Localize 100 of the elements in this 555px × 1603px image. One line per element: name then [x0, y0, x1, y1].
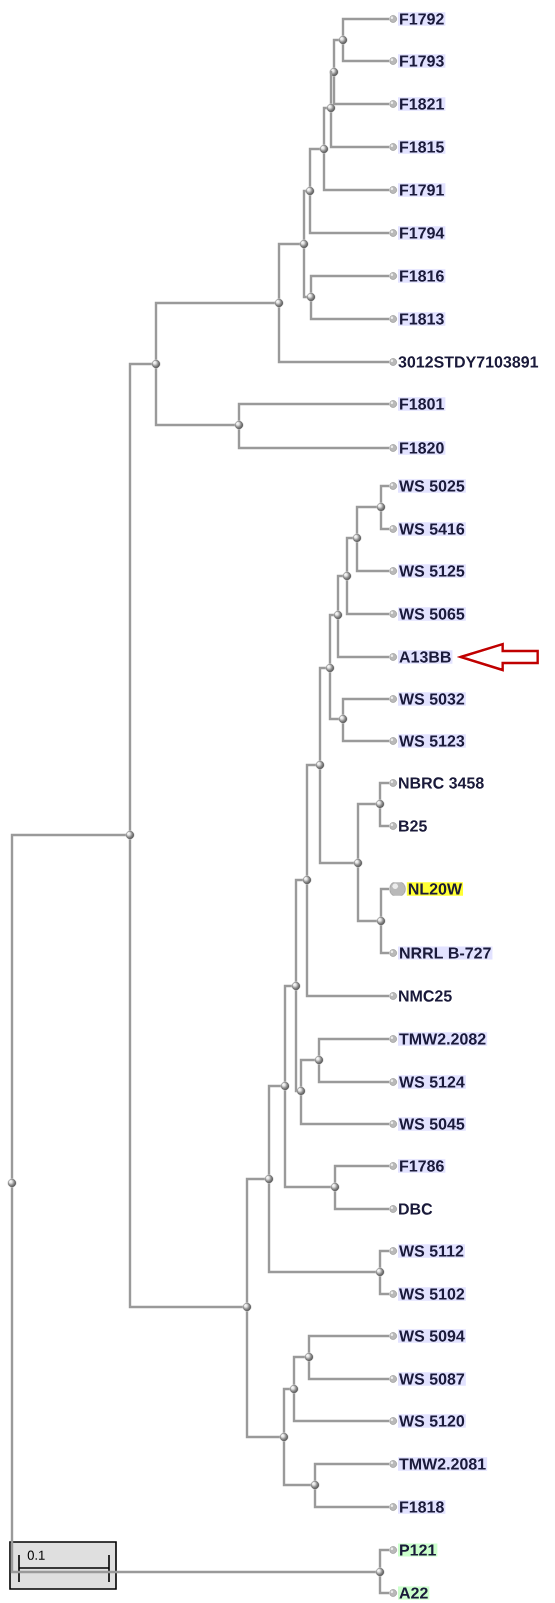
branch-node — [280, 1081, 290, 1091]
tree-branch — [10, 1187, 376, 1574]
tree-branch — [379, 511, 389, 531]
branch-node — [315, 760, 325, 770]
leaf-label: F1815 — [389, 140, 446, 154]
leaf-label: WS 5094 — [389, 1329, 466, 1343]
branch-node — [338, 35, 348, 45]
leaf-label: WS 5045 — [389, 1117, 466, 1131]
tree-branch — [292, 1393, 389, 1423]
tree-branch — [379, 887, 389, 917]
tree-branch — [277, 242, 300, 299]
leaf-label: WS 5123 — [389, 734, 466, 748]
tree-branch — [345, 580, 389, 616]
tree-branch — [292, 1355, 305, 1385]
branch-node — [151, 359, 161, 369]
leaf-label: WS 5112 — [389, 1244, 465, 1258]
leaf-label: F1820 — [389, 441, 446, 455]
tree-branch — [356, 867, 377, 923]
tree-branch — [328, 70, 333, 104]
tree-branch — [333, 1191, 389, 1211]
tree-branch — [307, 1334, 389, 1353]
branch-node — [325, 663, 335, 673]
leaf-label: NL20W — [389, 882, 464, 896]
tree-branch — [294, 878, 303, 982]
tree-branch — [332, 38, 339, 68]
tree-branch — [294, 990, 298, 1093]
leaf-label: NRRL B-727 — [389, 946, 493, 960]
leaf-label: A22 — [389, 1586, 430, 1600]
leaf-label: WS 5125 — [389, 564, 466, 578]
tree-branch — [329, 112, 389, 149]
tree-branch — [128, 362, 152, 831]
tree-branch — [237, 429, 389, 450]
tree-branch — [341, 697, 389, 715]
tree-branch — [341, 723, 389, 743]
branch-node — [353, 858, 363, 868]
tree-branch — [378, 1576, 389, 1595]
leaf-label: WS 5025 — [389, 479, 466, 493]
branch-node — [274, 298, 284, 308]
tree-branch — [237, 402, 389, 421]
leaf-label: TMW2.2082 — [389, 1032, 488, 1046]
tree-branch — [355, 542, 389, 573]
branch-node — [342, 571, 352, 581]
branch-node — [242, 1302, 252, 1312]
branch-node — [264, 1174, 274, 1184]
tree-branch — [305, 884, 389, 998]
tree-branch — [302, 248, 307, 299]
tree-branch — [267, 1183, 376, 1274]
leaf-label: WS 5087 — [389, 1372, 466, 1386]
branch-node — [234, 420, 244, 430]
tree-branch — [332, 76, 389, 106]
leaf-label: WS 5124 — [389, 1075, 466, 1089]
branch-node — [291, 981, 301, 991]
branch-node — [314, 1055, 324, 1065]
branch-node — [304, 1352, 314, 1362]
tree-branch — [305, 763, 316, 876]
branch-node — [302, 875, 312, 885]
leaf-label: WS 5416 — [389, 522, 466, 536]
tree-branch — [302, 189, 307, 240]
tree-branch — [154, 368, 235, 427]
branch-node — [375, 1567, 385, 1577]
leaf-label: F1818 — [389, 1500, 446, 1514]
branch-node — [299, 239, 309, 249]
tree-branch — [378, 808, 389, 828]
leaf-label: F1813 — [389, 312, 446, 326]
tree-branch — [379, 484, 389, 503]
tree-branch — [309, 301, 389, 321]
tree-branch — [341, 17, 389, 36]
tree-branch — [322, 106, 327, 145]
leaf-label: WS 5065 — [389, 607, 466, 621]
tree-branch — [277, 307, 389, 364]
leaf-label: F1786 — [389, 1159, 446, 1173]
tree-branch — [283, 1090, 331, 1189]
leaf-label: WS 5032 — [389, 692, 466, 706]
tree-branch — [341, 44, 389, 63]
tree-branch — [308, 195, 389, 235]
tree-branch — [313, 1462, 389, 1481]
tree-branch — [128, 839, 243, 1309]
branch-node — [7, 1178, 17, 1188]
branch-node — [376, 502, 386, 512]
tree-branch — [336, 574, 343, 611]
branch-node — [338, 714, 348, 724]
branch-node — [305, 186, 315, 196]
leaf-label: A13BB — [389, 650, 453, 664]
tree-branch — [318, 666, 326, 761]
tree-branch — [10, 833, 126, 1179]
tree-branch — [313, 1489, 389, 1509]
branch-node — [319, 144, 329, 154]
tree-branch — [328, 672, 339, 721]
tree-branch — [307, 1361, 389, 1381]
tree-branch — [282, 1441, 311, 1487]
leaf-label: P121 — [389, 1543, 438, 1557]
branch-node — [310, 1480, 320, 1490]
branch-node — [279, 1432, 289, 1442]
leaf-label: 3012STDY7103891 — [389, 356, 539, 368]
leaf-label: F1792 — [389, 12, 446, 26]
branch-node — [326, 103, 336, 113]
tree-branch — [322, 153, 389, 192]
branch-node — [296, 1086, 306, 1096]
tree-branch — [283, 984, 292, 1082]
tree-branch — [245, 1177, 265, 1303]
